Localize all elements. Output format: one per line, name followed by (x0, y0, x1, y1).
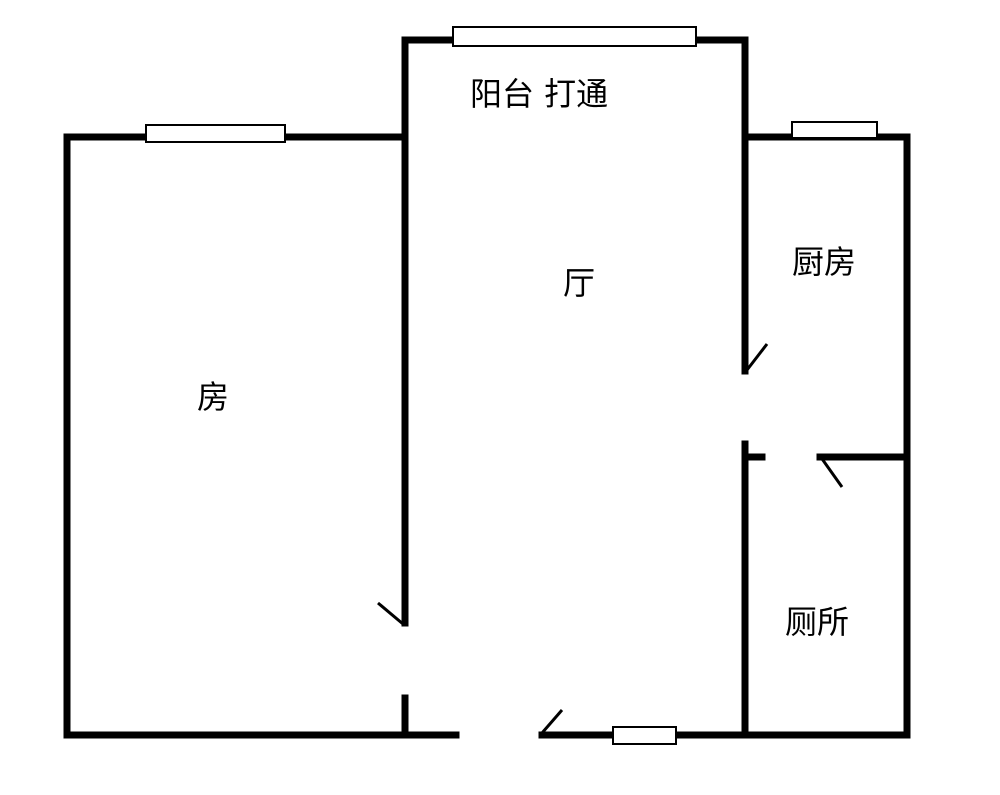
bedroom-walls (63, 36, 460, 739)
bedroom-window (145, 124, 286, 143)
kitchen-window (791, 121, 878, 139)
balcony-window (452, 26, 697, 47)
bedroom-label: 房 (197, 378, 229, 416)
toilet-label: 厕所 (785, 603, 849, 641)
kitchen-label: 厨房 (792, 243, 856, 281)
living-room-label: 厅 (563, 264, 595, 302)
kitchen-door (745, 343, 769, 371)
entry-window (612, 726, 677, 745)
entry-door (540, 709, 564, 734)
toilet-door (818, 455, 844, 488)
balcony-label: 阳台 打通 (470, 75, 608, 113)
kitchen-toilet-walls (741, 133, 911, 739)
bedroom-door (377, 601, 404, 626)
